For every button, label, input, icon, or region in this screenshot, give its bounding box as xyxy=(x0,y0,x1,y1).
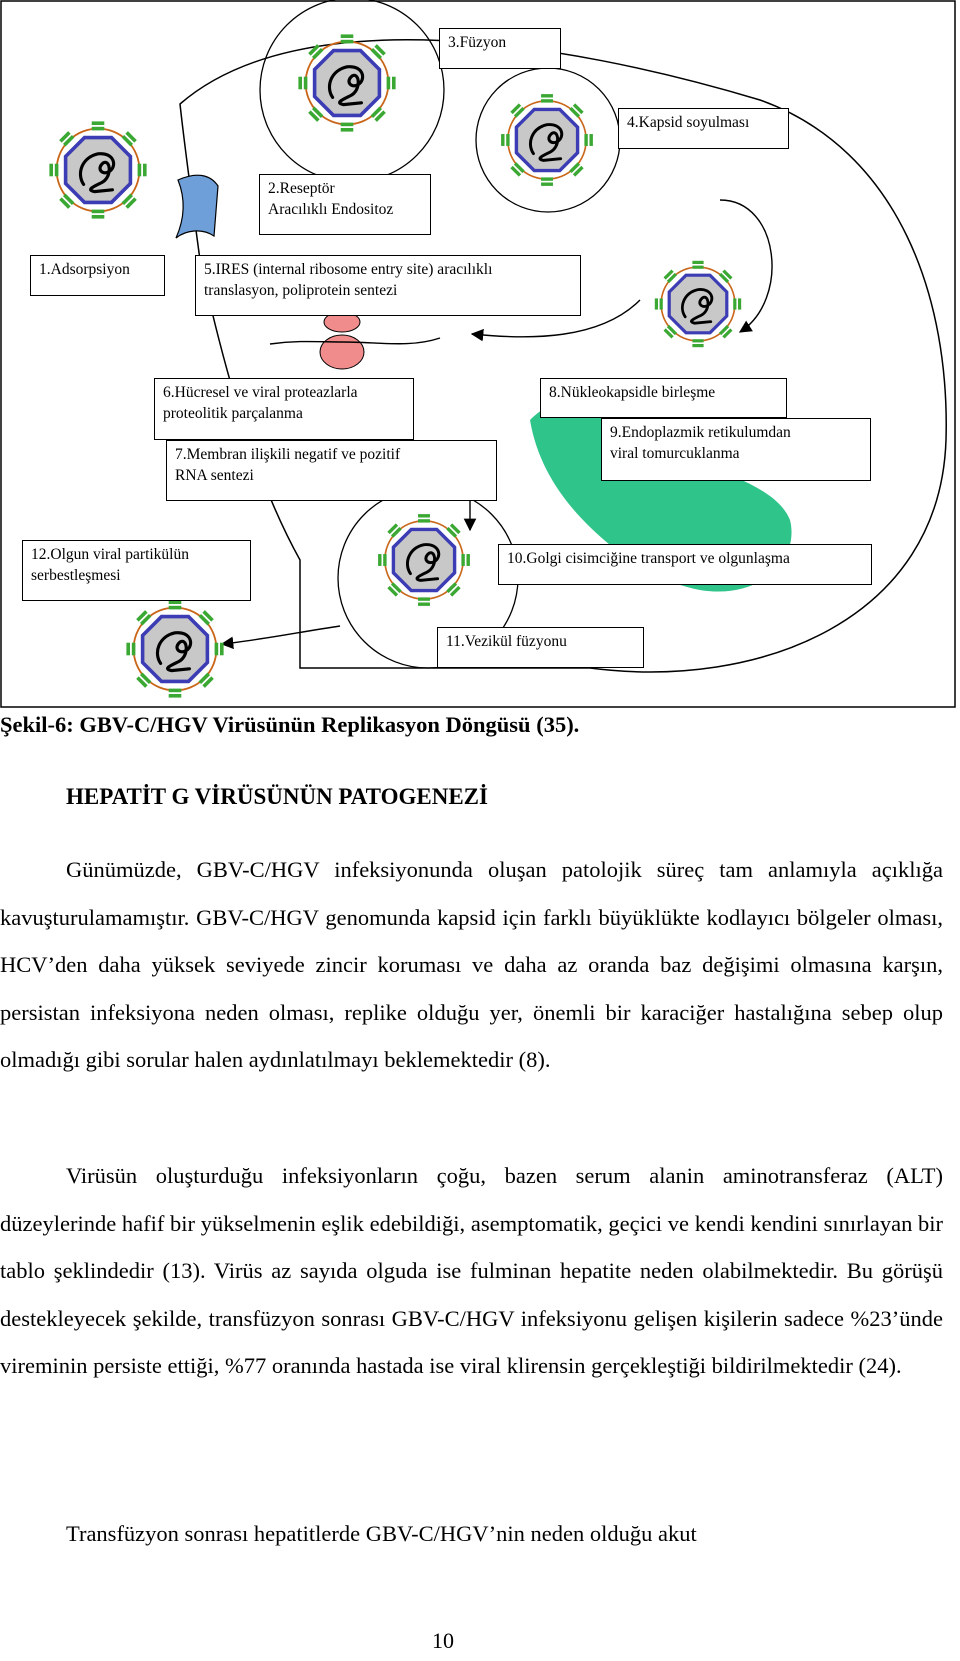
label-golgi: 10.Golgi cisimciğine transport ve olgunl… xyxy=(498,544,872,585)
replication-cycle-diagram xyxy=(0,0,956,708)
label-nukleokapsid: 8.Nükleokapsidle birleşme xyxy=(540,378,787,418)
arrow-uncoat xyxy=(719,199,773,333)
paragraph-1: Günümüzde, GBV-C/HGV infeksiyonunda oluş… xyxy=(0,857,943,1072)
figure-caption: Şekil-6: GBV-C/HGV Virüsünün Replikasyon… xyxy=(0,712,580,737)
virion-uncoating xyxy=(501,94,593,186)
virion-adsorption xyxy=(49,121,147,219)
label-vezikul: 11.Vezikül füzyonu xyxy=(437,627,644,668)
section-heading: HEPATİT G VİRÜSÜNÜN PATOGENEZİ xyxy=(66,784,488,809)
paragraph-3: Transfüzyon sonrası hepatitlerde GBV-C/H… xyxy=(66,1521,697,1546)
virion-fusion xyxy=(298,34,396,132)
arrow-release xyxy=(220,625,341,650)
virion-golgi xyxy=(378,514,470,606)
endoplasmic-reticulum-shape xyxy=(530,397,792,592)
label-adsorpsiyon: 1.Adsorpsiyon xyxy=(30,255,165,296)
page-number: 10 xyxy=(432,1628,454,1653)
receptor-shape xyxy=(175,174,219,239)
label-kapsid: 4.Kapsid soyulması xyxy=(618,108,789,149)
arrow-ires xyxy=(470,299,641,342)
virion-released xyxy=(126,600,224,698)
paragraph-2: Virüsün oluşturduğu infeksiyonların çoğu… xyxy=(0,1163,943,1378)
figure-frame xyxy=(0,0,956,708)
label-ires: 5.IRES (internal ribosome entry site) ar… xyxy=(195,255,581,316)
virion-budding xyxy=(654,260,742,348)
label-fuzyon: 3.Füzyon xyxy=(439,28,561,69)
mrna-strand xyxy=(269,337,441,345)
ribosome-large xyxy=(319,334,365,370)
